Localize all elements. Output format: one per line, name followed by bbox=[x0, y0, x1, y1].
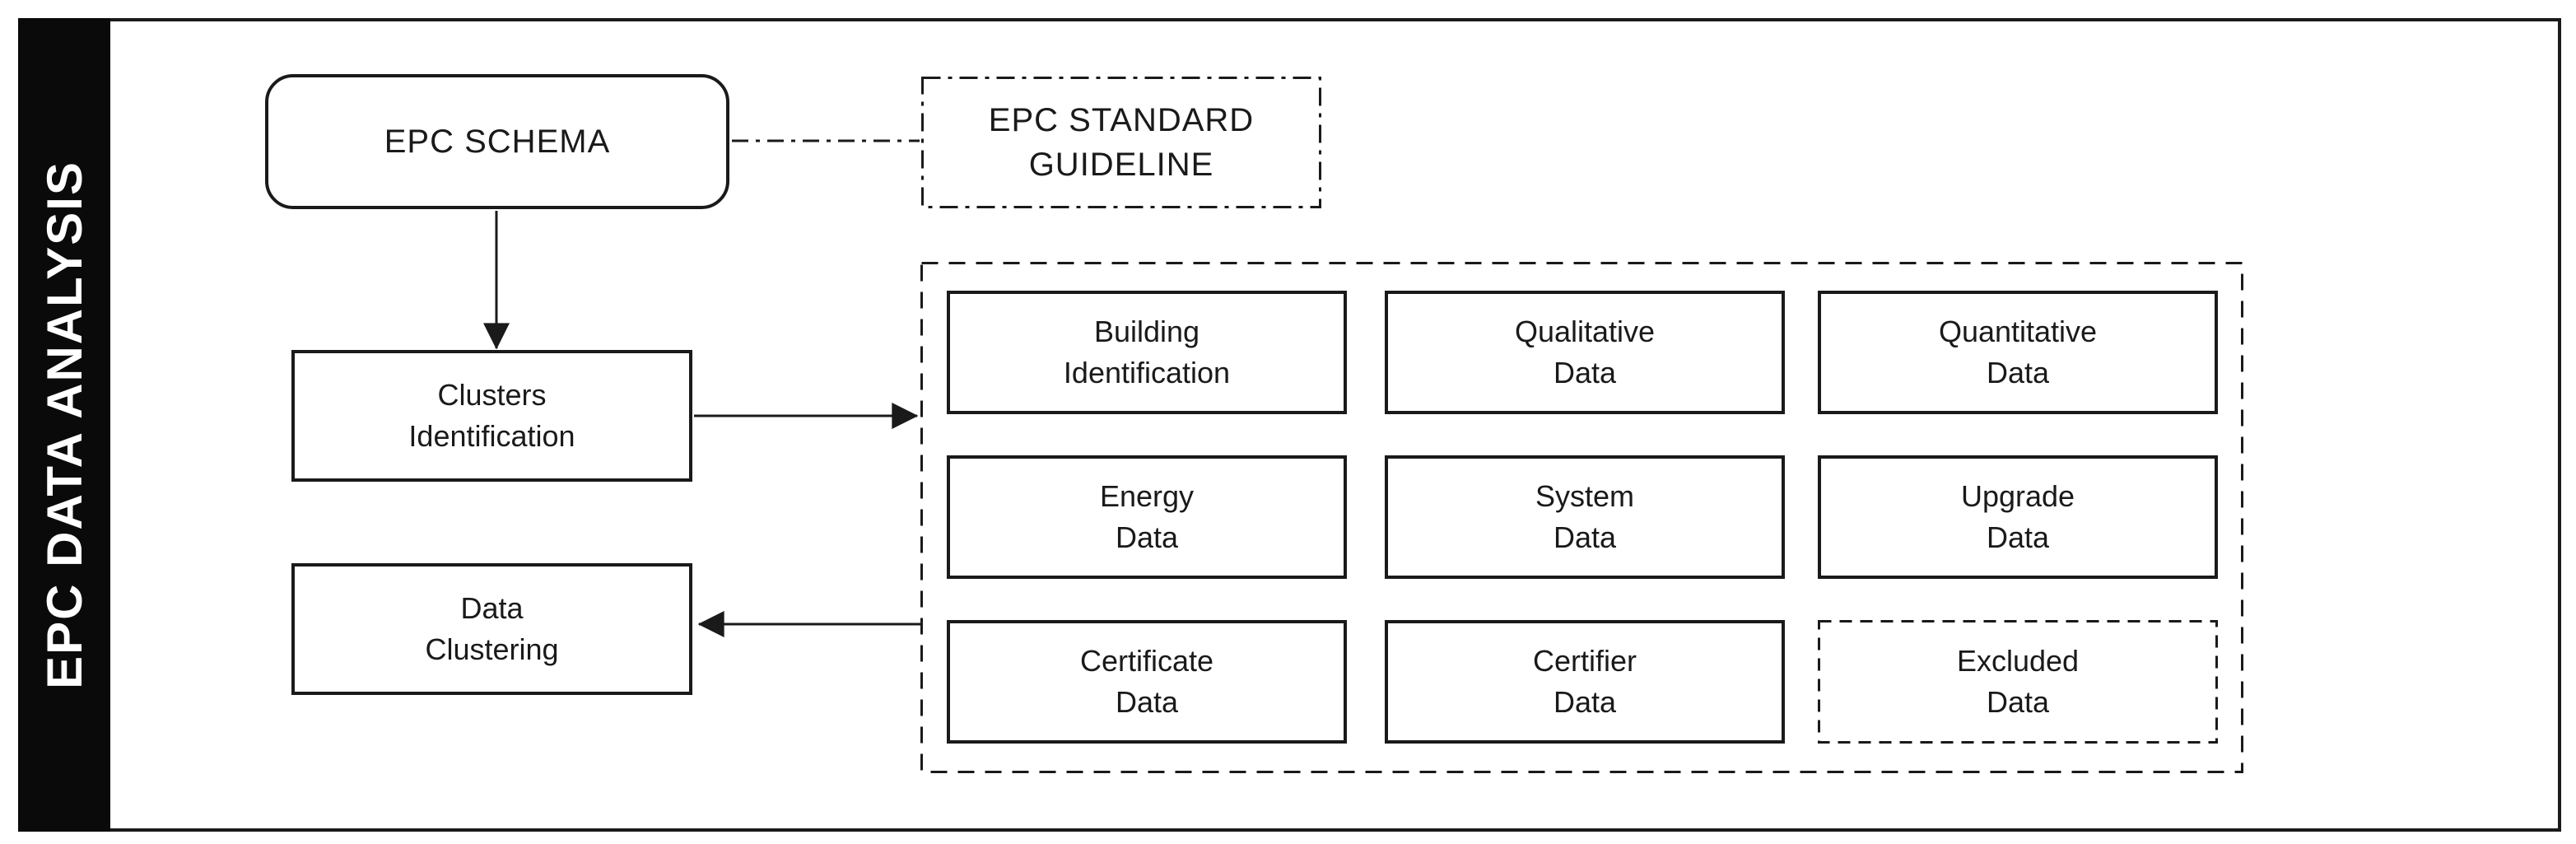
grid-cell-energy-data: Energy Data bbox=[947, 455, 1347, 579]
grid-cell-system-data: System Data bbox=[1385, 455, 1785, 579]
guideline-node-border bbox=[921, 77, 1321, 208]
grid-cell-certificate-data: Certificate Data bbox=[947, 620, 1347, 744]
epc-schema-node: EPC SCHEMA bbox=[265, 74, 729, 209]
grid-cell-qualitative-data: Qualitative Data bbox=[1385, 291, 1785, 414]
data-clustering-node: Data Clustering bbox=[291, 563, 692, 695]
guideline-node: EPC STANDARD GUIDELINE bbox=[988, 102, 1255, 183]
excluded-data-border bbox=[1818, 620, 2218, 744]
grid-cell-certifier-data: Certifier Data bbox=[1385, 620, 1785, 744]
cluster-container-border bbox=[920, 262, 2243, 773]
clusters-identification-node: Clusters Identification bbox=[291, 350, 692, 482]
grid-cell-building-identification: Building Identification bbox=[947, 291, 1347, 414]
grid-cell-upgrade-data: Upgrade Data bbox=[1818, 455, 2218, 579]
grid-cell-quantitative-data: Quantitative Data bbox=[1818, 291, 2218, 414]
sidebar-banner: EPC DATA ANALYSIS bbox=[18, 18, 110, 832]
grid-cell-excluded-data: Excluded Data bbox=[1956, 643, 2080, 719]
